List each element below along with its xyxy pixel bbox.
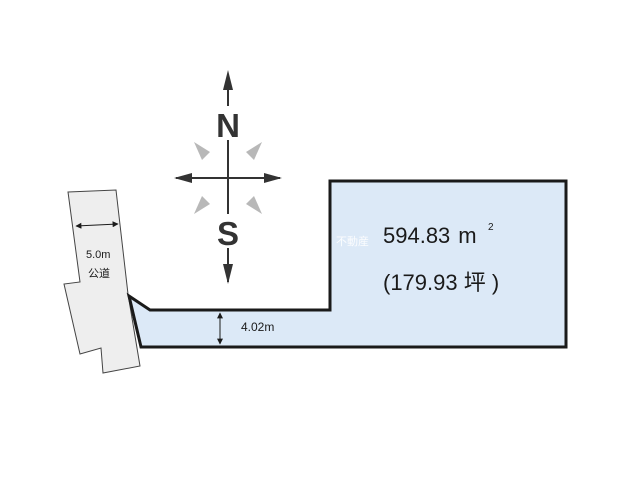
compass-south-arrow [223, 264, 233, 284]
watermark: 不動産 [336, 234, 369, 248]
lot-area-sqm: 594.83 m [383, 223, 477, 248]
road-width-dimension [75, 221, 119, 229]
road-surface [63, 189, 141, 374]
lot-outline [126, 179, 568, 349]
compass-sw-mark [194, 196, 210, 214]
access-width-label: 4.02m [241, 320, 274, 334]
compass-east-arrow [264, 173, 282, 183]
lot-area-unit: m [458, 223, 476, 248]
lot-area-unit-superscript: 2 [488, 222, 494, 233]
compass-se-mark [246, 196, 262, 214]
lot-area-value: 594.83 [383, 223, 450, 248]
compass-ne-mark [246, 142, 262, 160]
compass-n-halo [213, 106, 243, 140]
lot: 4.02m 不動産 594.83 m 2 (179.93 坪 ) [126, 179, 568, 349]
compass-north-arrow [223, 70, 233, 90]
compass-nw-mark [194, 142, 210, 160]
road-type-label: 公道 [88, 266, 110, 280]
compass-west-arrow [174, 173, 192, 183]
lot-area-tsubo: (179.93 坪 ) [383, 270, 499, 295]
road-width-label: 5.0m [86, 249, 110, 261]
compass-north-label: N [216, 107, 240, 144]
compass-rose-icon: N S [174, 70, 282, 284]
compass-south-label: S [217, 215, 239, 252]
public-road: 5.0m 公道 [63, 189, 141, 374]
compass-s-halo [213, 214, 243, 248]
